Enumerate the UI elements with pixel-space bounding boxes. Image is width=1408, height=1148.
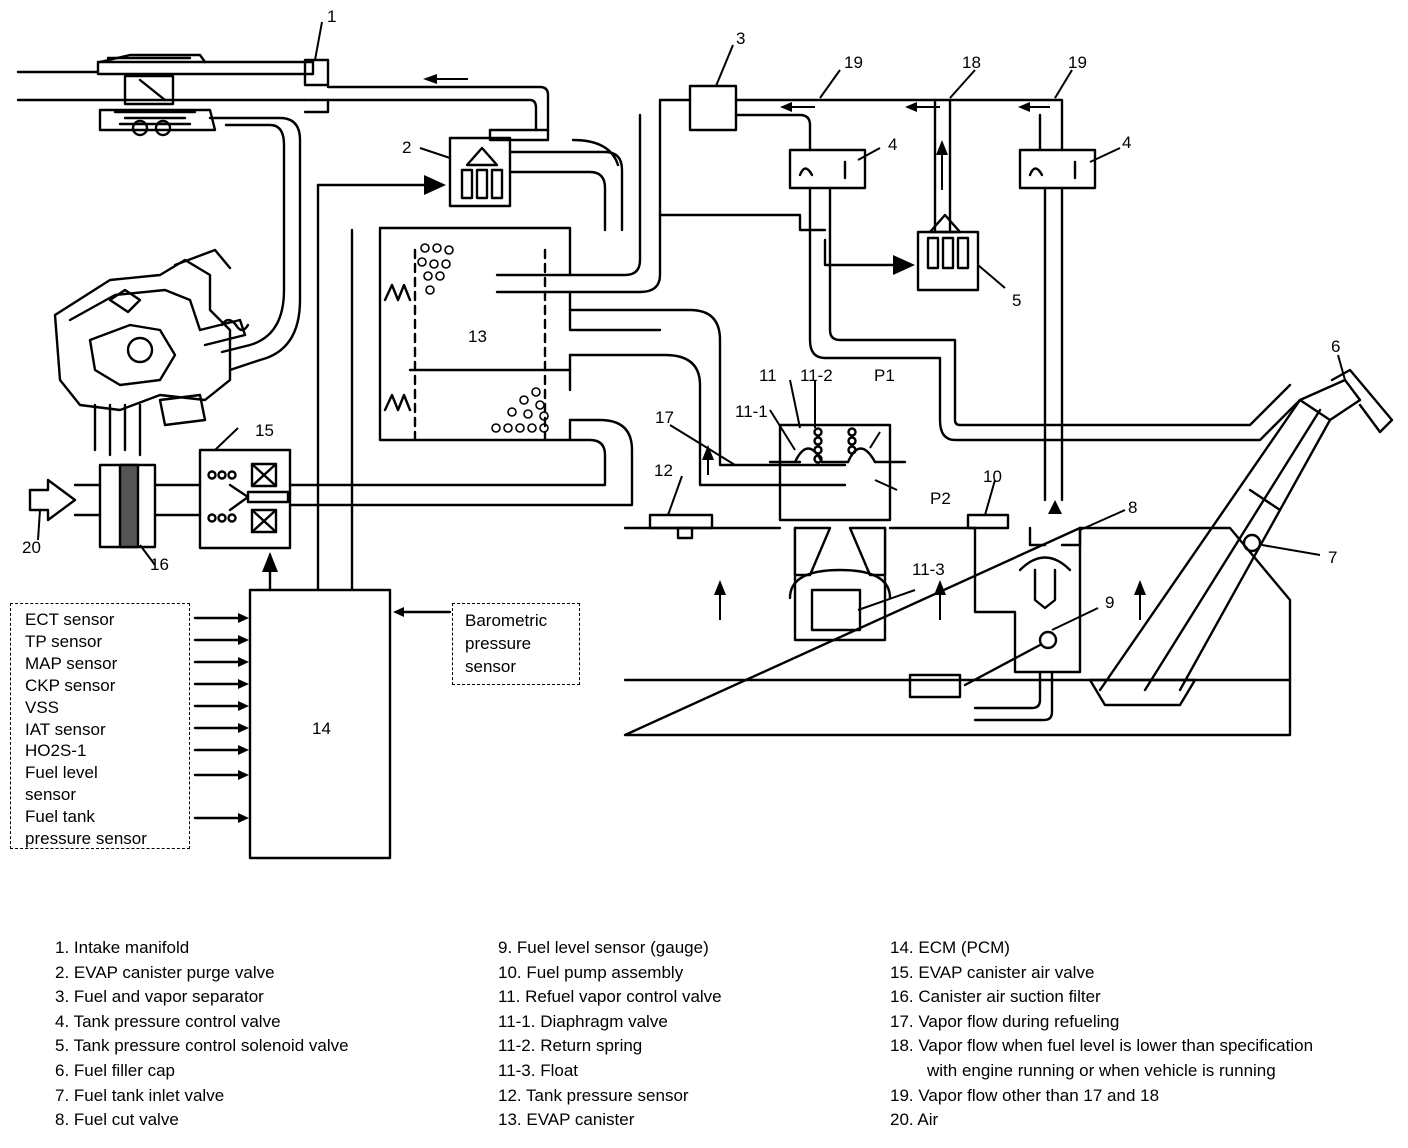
- callout-11-2: 11-2: [800, 366, 833, 385]
- legend-item: 4. Tank pressure control valve: [55, 1011, 281, 1031]
- callout-10: 10: [983, 467, 1002, 486]
- callout-11-3: 11-3: [912, 560, 945, 579]
- legend-item: 12. Tank pressure sensor: [498, 1085, 689, 1105]
- callout-19-right: 19: [1068, 53, 1087, 72]
- refuel-vapor-control-valve: [768, 423, 907, 522]
- callout-4-right: 4: [1122, 133, 1131, 152]
- legend-item: 11-1. Diaphragm valve: [498, 1011, 668, 1031]
- legend-item: 19. Vapor flow other than 17 and 18: [890, 1085, 1160, 1105]
- engine-throttle-body: [53, 248, 250, 457]
- legend-item: 3. Fuel and vapor separator: [55, 987, 264, 1007]
- ecm-input: IAT sensor: [25, 719, 106, 739]
- callout-3: 3: [736, 29, 745, 48]
- ecm-input-sensor-list: ECT sensor TP sensor MAP sensor CKP sens…: [10, 603, 190, 849]
- legend-item: 11-3. Float: [498, 1060, 579, 1080]
- callout-11-1: 11-1: [735, 402, 768, 421]
- baro-line: pressure: [465, 634, 532, 653]
- ecm-input: pressure sensor: [25, 829, 147, 849]
- tank-pressure-control-valve-right: [1018, 148, 1097, 190]
- callout-11: 11: [759, 366, 777, 385]
- baro-line: Barometric: [465, 611, 548, 630]
- legend-item: 20. Air: [890, 1110, 939, 1130]
- callout-12: 12: [654, 461, 673, 480]
- ecm-input: TP sensor: [25, 631, 103, 651]
- legend-item: 18. Vapor flow when fuel level is lower …: [890, 1036, 1314, 1056]
- callout-p1: P1: [874, 366, 895, 385]
- callout-1: 1: [327, 7, 336, 26]
- legend-item: 15. EVAP canister air valve: [890, 962, 1095, 982]
- callout-8: 8: [1128, 498, 1137, 517]
- legend-column-3: 14. ECM (PCM) 15. EVAP canister air valv…: [890, 936, 1313, 1133]
- intake-manifold: [16, 53, 330, 372]
- callout-17: 17: [655, 408, 674, 427]
- legend-item: 11. Refuel vapor control valve: [498, 987, 722, 1007]
- legend-item: 5. Tank pressure control solenoid valve: [55, 1036, 349, 1056]
- evap-canister: [378, 226, 662, 442]
- ecm-input: Fuel level: [25, 763, 98, 783]
- legend-item-continuation: with engine running or when vehicle is r…: [927, 1060, 1276, 1080]
- callout-7: 7: [1328, 548, 1337, 567]
- legend-item: 17. Vapor flow during refueling: [890, 1011, 1120, 1031]
- callout-20: 20: [22, 538, 41, 557]
- callout-18: 18: [962, 53, 981, 72]
- callout-19-left: 19: [844, 53, 863, 72]
- callout-p2: P2: [930, 489, 951, 508]
- callout-14: 14: [312, 719, 331, 738]
- ecm-input: sensor: [25, 785, 77, 805]
- callout-9: 9: [1105, 593, 1114, 612]
- legend-item: 10. Fuel pump assembly: [498, 962, 684, 982]
- callout-13: 13: [468, 327, 487, 346]
- callout-15: 15: [255, 421, 274, 440]
- callout-16: 16: [150, 555, 169, 574]
- ecm-input: CKP sensor: [25, 675, 116, 695]
- legend-item: 2. EVAP canister purge valve: [55, 962, 275, 982]
- ecm-input: Fuel tank: [25, 807, 95, 827]
- ecm-input: HO2S-1: [25, 741, 87, 761]
- evap-canister-purge-valve: [448, 136, 512, 208]
- callout-5: 5: [1012, 291, 1021, 310]
- legend-item: 13. EVAP canister: [498, 1110, 635, 1130]
- legend-item: 11-2. Return spring: [498, 1036, 643, 1056]
- fuel-filler-neck: [1088, 368, 1394, 707]
- barometric-pressure-sensor-box: Barometric pressure sensor: [452, 603, 580, 685]
- legend-item: 7. Fuel tank inlet valve: [55, 1085, 225, 1105]
- ecm-input: MAP sensor: [25, 653, 118, 673]
- ecm-input: ECT sensor: [25, 610, 115, 629]
- canister-air-suction-filter: [98, 463, 157, 549]
- fuel-pump-assembly: [908, 526, 1082, 722]
- tank-pressure-control-solenoid-valve: [916, 213, 980, 292]
- legend-item: 9. Fuel level sensor (gauge): [498, 938, 709, 957]
- evap-canister-air-valve: [198, 448, 292, 550]
- legend-item: 1. Intake manifold: [55, 938, 190, 957]
- fuel-tank: [623, 513, 1292, 737]
- tank-pressure-control-valve-left: [788, 148, 867, 190]
- ecm: [248, 588, 392, 860]
- ecm-input: VSS: [25, 697, 60, 717]
- callout-2: 2: [402, 138, 411, 157]
- legend-item: 6. Fuel filler cap: [55, 1060, 175, 1080]
- legend-item: 16. Canister air suction filter: [890, 987, 1101, 1007]
- legend-item: 8. Fuel cut valve: [55, 1110, 179, 1130]
- callout-4-left: 4: [888, 135, 897, 154]
- callout-6: 6: [1331, 337, 1340, 356]
- legend-column-2: 9. Fuel level sensor (gauge) 10. Fuel pu…: [498, 936, 722, 1133]
- baro-line: sensor: [465, 657, 517, 676]
- evap-system-diagram: 1 2 3 19 18 19 4 4 5 6 13 11 11-2 P1 11-…: [16, 7, 1394, 860]
- legend-column-1: 1. Intake manifold 2. EVAP canister purg…: [55, 936, 349, 1133]
- legend-item: 14. ECM (PCM): [890, 938, 1010, 957]
